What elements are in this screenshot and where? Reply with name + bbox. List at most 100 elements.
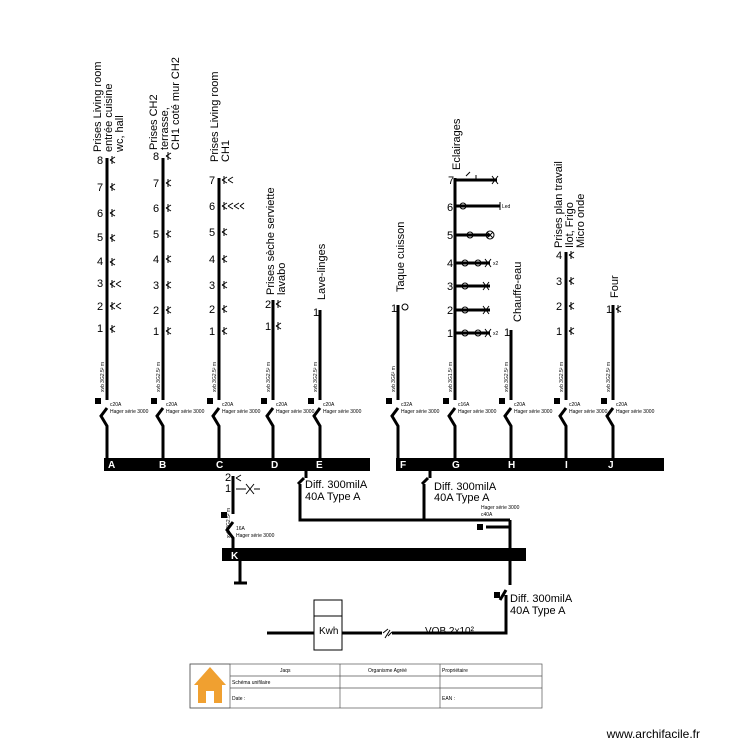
svg-text:5: 5 — [153, 229, 159, 241]
tb-ean: EAN : — [442, 696, 455, 702]
svg-text:4: 4 — [97, 256, 103, 268]
cable-D: xvb 3G2.5² m — [266, 362, 272, 392]
svg-text:8: 8 — [153, 151, 159, 163]
sub-breaker-brand: Hager série 3000 — [481, 505, 520, 511]
mark-led: Led — [502, 204, 511, 210]
bus-label-I: I — [565, 460, 568, 471]
breaker-C: c20A — [222, 402, 234, 408]
svg-text:1: 1 — [556, 326, 562, 338]
svg-text:2: 2 — [265, 299, 271, 311]
cable-I: xvb 3G2.5² m — [559, 362, 565, 392]
svg-text:4: 4 — [556, 250, 562, 262]
svg-text:3: 3 — [447, 281, 453, 293]
circuit-A: c20A Hager série 3000 xvb 3G2.5² m 87 65… — [92, 58, 149, 458]
brand-F: Hager série 3000 — [401, 409, 440, 415]
svg-text:7: 7 — [209, 175, 215, 187]
tb-row1: Schéma unifilaire — [232, 680, 271, 686]
svg-text:6: 6 — [153, 203, 159, 215]
breaker-E: c20A — [323, 402, 335, 408]
brand-K: Hager série 3000 — [236, 533, 275, 539]
mark-x2-4: x2 — [493, 261, 499, 267]
brand-D: Hager série 3000 — [276, 409, 315, 415]
bus-label-J: J — [608, 460, 614, 471]
brand-H: Hager série 3000 — [514, 409, 553, 415]
svg-text:8: 8 — [97, 155, 103, 167]
breaker-F: c32A — [401, 402, 413, 408]
bus-label-B: B — [159, 460, 166, 471]
busbar-right — [396, 458, 664, 471]
tb-date: Date : — [232, 696, 245, 702]
cable-F: xvb 3G6² m — [391, 366, 397, 392]
svg-text:4: 4 — [153, 254, 159, 266]
brand-A: Hager série 3000 — [110, 409, 149, 415]
bus-label-K: K — [231, 551, 239, 562]
svg-text:1: 1 — [97, 323, 103, 335]
busbar-left — [104, 458, 370, 471]
svg-text:1: 1 — [313, 307, 319, 319]
meter-label: Kwh — [319, 626, 338, 637]
circuit-I-label: Prises plan travail Ilot, Frigo Micro on… — [553, 158, 587, 248]
bus-label-C: C — [216, 460, 223, 471]
circuit-J: c20A Hager série 3000 xvb 3G2.5² m 1 Fou… — [601, 275, 655, 458]
circuit-B-label: Prises CH2 terrasse, CH1 coté mur CH2 — [148, 57, 182, 150]
diff-2-line1: Diff. 300milA — [434, 481, 497, 493]
svg-text:7: 7 — [97, 182, 103, 194]
svg-text:1: 1 — [153, 326, 159, 338]
brand-B: Hager série 3000 — [166, 409, 205, 415]
svg-text:2: 2 — [209, 304, 215, 316]
cable-C: xvb 3G2.5² m — [212, 362, 218, 392]
circuit-E-label: Lave-linges — [316, 243, 328, 300]
feeder-network — [267, 471, 512, 651]
svg-text:1: 1 — [447, 328, 453, 340]
breaker-D: c20A — [276, 402, 288, 408]
circuit-G-label: Eclairages — [451, 118, 463, 170]
svg-text:2: 2 — [153, 305, 159, 317]
circuit-E: c20A Hager série 3000 xvb 3G2.5² m 1 Lav… — [308, 243, 362, 458]
circuit-C: c20A Hager série 3000 xvb 3G2.5² m 76 54… — [207, 72, 261, 458]
title-block: Jaqs Organisme Agréé Propriétaire Schéma… — [189, 663, 543, 709]
breaker-G: c16A — [458, 402, 470, 408]
svg-text:1: 1 — [225, 483, 231, 495]
tb-owner: Propriétaire — [442, 668, 468, 674]
svg-text:6: 6 — [209, 201, 215, 213]
cable-A: xvb 3G2.5² m — [100, 362, 106, 392]
breaker-B: c20A — [166, 402, 178, 408]
svg-text:1: 1 — [265, 321, 271, 333]
svg-text:3: 3 — [556, 276, 562, 288]
brand-J: Hager série 3000 — [616, 409, 655, 415]
svg-text:3: 3 — [97, 278, 103, 290]
cable-H: xvb 3G2.5² m — [504, 362, 510, 392]
svg-text:2: 2 — [97, 301, 103, 313]
svg-text:6: 6 — [97, 208, 103, 220]
diff-2-line2: 40A Type A — [434, 492, 490, 504]
circuit-K: 16A Hager série 3000 xvb 3G2.5² m 21 — [221, 472, 275, 585]
circuit-F-label: Taque cuisson — [395, 222, 407, 292]
breaker-H: c20A — [514, 402, 526, 408]
cable-J: xvb 3G2.5² m — [606, 362, 612, 392]
bus-labels: A B C D E F G H I J K — [108, 460, 614, 562]
svg-text:5: 5 — [209, 227, 215, 239]
circuit-A-label: Prises Living room entrée cuisine wc, ha… — [92, 58, 126, 153]
circuit-F: c32A Hager série 3000 xvb 3G6² m 1 Taque… — [386, 222, 440, 458]
circuit-D-label: Prises sèche serviette lavabo — [265, 184, 288, 295]
bus-label-E: E — [316, 460, 323, 471]
cable-K: xvb 3G2.5² m — [226, 508, 232, 538]
busbar-lower — [222, 548, 526, 561]
diff-main-line1: Diff. 300milA — [510, 593, 573, 605]
diff-1-line2: 40A Type A — [305, 491, 361, 503]
svg-text:1: 1 — [606, 304, 612, 316]
brand-G: Hager série 3000 — [458, 409, 497, 415]
breaker-A: c20A — [110, 402, 122, 408]
svg-text:7: 7 — [153, 178, 159, 190]
circuit-H: c20A Hager série 3000 xvb 3G2.5² m 1 Cha… — [499, 262, 553, 458]
diff-main-line2: 40A Type A — [510, 605, 566, 617]
breaker-K: 16A — [236, 526, 246, 532]
bus-label-D: D — [271, 460, 278, 471]
svg-text:2: 2 — [225, 472, 231, 484]
tb-name: Jaqs — [280, 668, 291, 674]
svg-text:1: 1 — [209, 326, 215, 338]
svg-text:2: 2 — [447, 305, 453, 317]
bus-label-A: A — [108, 460, 115, 471]
svg-text:6: 6 — [447, 202, 453, 214]
